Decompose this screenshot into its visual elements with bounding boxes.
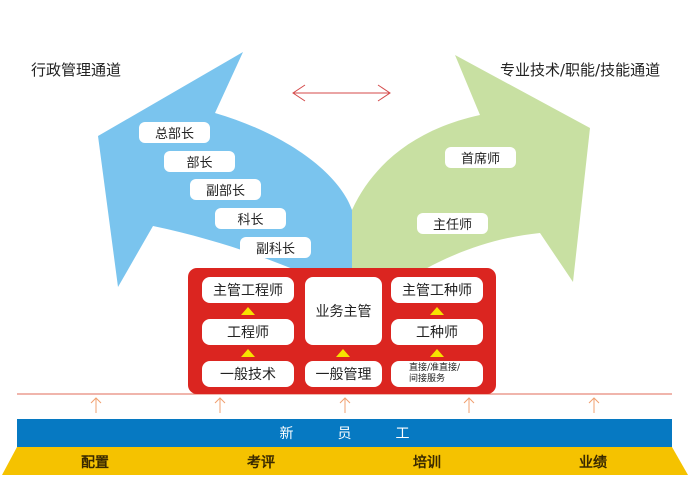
up-arrow-icon (214, 397, 226, 413)
level-director: 部长 (164, 151, 235, 172)
new-employee-char: 工 (395, 426, 410, 442)
foundation-performance: 业绩 (579, 455, 607, 471)
role-lead-technician: 主管工种师 (391, 277, 483, 303)
role-lead-engineer: 主管工程师 (202, 277, 294, 303)
up-arrow-icon (90, 397, 102, 413)
promotion-marker (241, 307, 255, 315)
role-business-supervisor: 业务主管 (305, 277, 382, 345)
level-senior-specialist: 主任师 (417, 213, 488, 234)
professional-channel-title: 专业技术/职能/技能通道 (500, 61, 661, 79)
role-service-staff: 直接/准直接/ 间接服务 (391, 361, 483, 387)
foundation-training: 培训 (413, 455, 441, 471)
promotion-marker (336, 349, 350, 357)
level-general-director: 总部长 (139, 122, 210, 143)
professional-channel-arrow (352, 55, 590, 282)
promotion-marker (430, 349, 444, 357)
role-technician: 工种师 (391, 319, 483, 345)
level-section-chief: 科长 (215, 208, 286, 229)
role-general-management: 一般管理 (305, 361, 382, 387)
new-employee-char: 新 (279, 426, 294, 442)
up-arrow-icon (339, 397, 351, 413)
level-deputy-director: 副部长 (190, 179, 261, 200)
foundation-allocation: 配置 (81, 455, 109, 471)
foundation-band (2, 447, 688, 475)
bidirectional-arrow (292, 84, 391, 102)
foundation-evaluation: 考评 (247, 455, 275, 471)
promotion-marker (241, 349, 255, 357)
new-employee-char: 员 (337, 426, 352, 442)
level-chief-specialist: 首席师 (445, 147, 516, 168)
role-engineer: 工程师 (202, 319, 294, 345)
service-line-2: 间接服务 (409, 374, 446, 384)
new-employee-bar: 新 员 工 (17, 419, 672, 447)
up-arrow-icon (463, 397, 475, 413)
role-general-technical: 一般技术 (202, 361, 294, 387)
up-arrow-icon (588, 397, 600, 413)
level-deputy-section-chief: 副科长 (240, 237, 311, 258)
admin-channel-title: 行政管理通道 (31, 61, 122, 79)
service-line-1: 直接/准直接/ (409, 363, 461, 373)
promotion-marker (430, 307, 444, 315)
